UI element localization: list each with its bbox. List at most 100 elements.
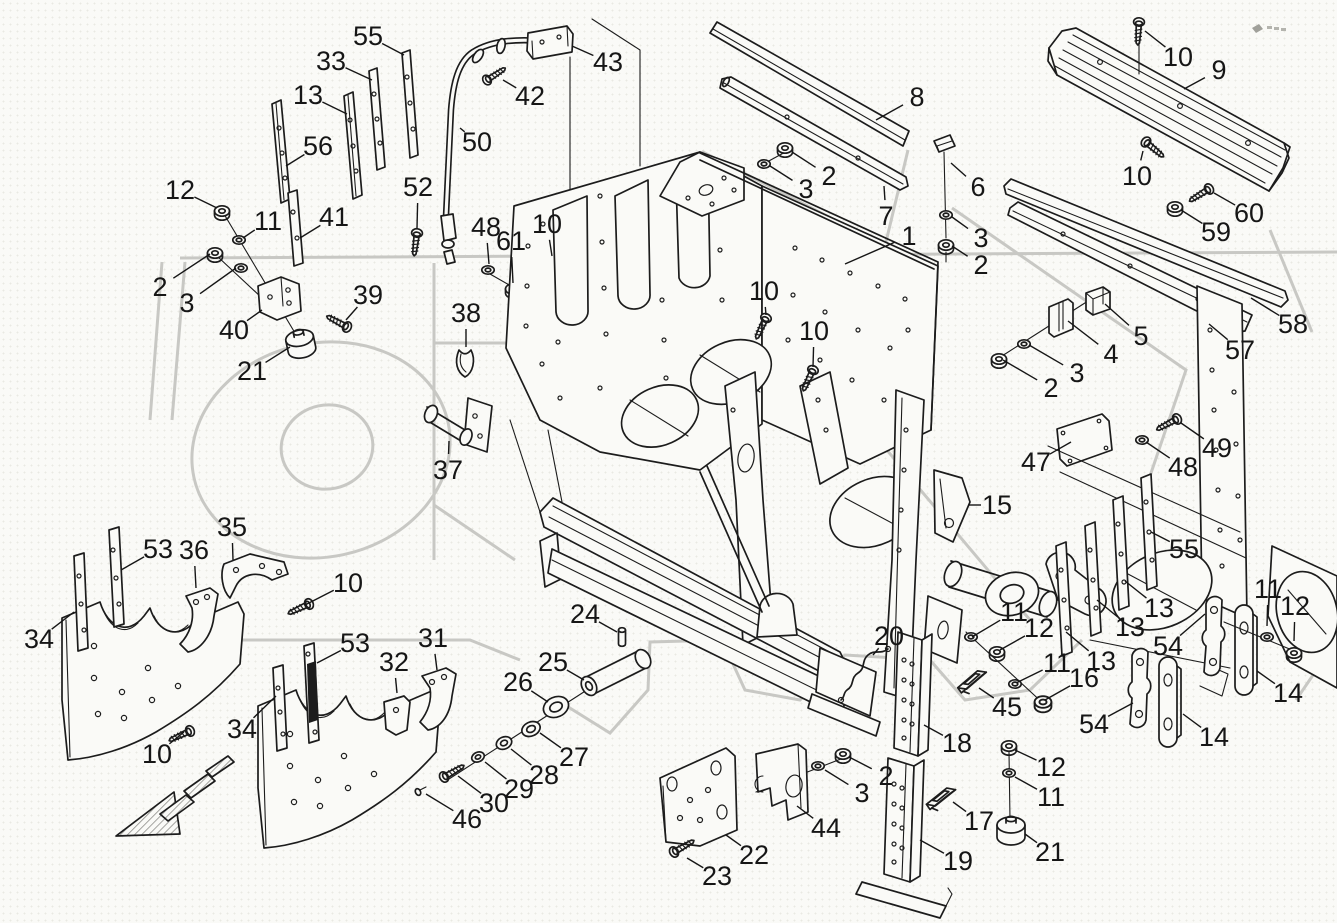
part-number-label: 11 — [1037, 782, 1065, 812]
part-number-label: 43 — [593, 47, 623, 77]
callout-8-21: 8 — [875, 82, 925, 121]
part-number-label: 8 — [909, 82, 924, 112]
part-number-label: 12 — [1280, 591, 1310, 621]
callout-11-51: 11 — [1254, 574, 1282, 627]
part-scalloped-plates — [61, 526, 457, 849]
part-number-label: 21 — [1035, 837, 1065, 867]
callout-18-60: 18 — [923, 724, 972, 758]
part-number-label: 38 — [451, 298, 481, 328]
callout-48-18: 48 — [471, 212, 501, 265]
part-number-label: 48 — [1168, 452, 1198, 482]
callout-28-77: 28 — [510, 748, 559, 790]
part-number-label: 58 — [1278, 309, 1308, 339]
part-number-label: 55 — [353, 21, 383, 51]
callout-43-16: 43 — [571, 45, 623, 77]
part-38-clip — [455, 349, 475, 378]
callout-30-79: 30 — [457, 775, 509, 818]
callout-31-81: 31 — [418, 623, 448, 671]
part-number-label: 15 — [982, 490, 1012, 520]
callout-21-65: 21 — [1024, 833, 1065, 867]
part-number-label: 16 — [1069, 663, 1099, 693]
corner-logo-mark — [1252, 24, 1286, 33]
callout-12-56: 12 — [999, 613, 1054, 651]
callout-10-29: 10 — [749, 276, 779, 316]
part-number-label: 30 — [479, 788, 509, 818]
callout-45-59: 45 — [978, 687, 1022, 722]
callout-3-26: 3 — [951, 216, 989, 253]
part-number-label: 25 — [538, 647, 568, 677]
part-number-label: 13 — [293, 80, 323, 110]
part-number-label: 54 — [1079, 709, 1109, 739]
callout-34-84: 34 — [227, 695, 277, 744]
part-blades-7-8 — [709, 21, 910, 191]
part-number-label: 13 — [1086, 646, 1116, 676]
part-number-label: 26 — [503, 667, 533, 697]
part-number-label: 21 — [237, 356, 267, 386]
callout-3-24: 3 — [769, 165, 814, 204]
part-number-label: 47 — [1021, 447, 1051, 477]
part-number-label: 33 — [316, 46, 346, 76]
callout-13-49: 13 — [1065, 631, 1116, 676]
callout-61-19: 61 — [496, 226, 526, 284]
part-number-label: 40 — [219, 315, 249, 345]
callout-2-27: 2 — [951, 245, 989, 280]
part-number-label: 4 — [1103, 339, 1118, 369]
part-number-label: 28 — [529, 760, 559, 790]
callout-17-64: 17 — [952, 801, 994, 836]
part-wear-strips-right — [1055, 473, 1158, 657]
part-number-label: 11 — [1043, 648, 1071, 678]
part-number-label: 52 — [403, 172, 433, 202]
part-number-label: 2 — [1043, 373, 1058, 403]
part-number-label: 3 — [854, 778, 869, 808]
part-number-label: 12 — [165, 175, 195, 205]
part-number-label: 6 — [970, 172, 985, 202]
callout-10-31: 10 — [1144, 30, 1193, 72]
part-37-pin — [423, 397, 493, 453]
part-links-54-14 — [1127, 595, 1303, 748]
callout-13-48: 13 — [1096, 599, 1145, 642]
part-number-label: 48 — [471, 212, 501, 242]
callout-20-72: 20 — [872, 621, 904, 656]
callout-10-30: 10 — [799, 316, 829, 368]
part-number-label: 49 — [1202, 433, 1232, 463]
callout-47-42: 47 — [1021, 441, 1072, 477]
callout-44-69: 44 — [796, 805, 841, 843]
callout-12-62: 12 — [1014, 749, 1066, 782]
callout-2-41: 2 — [1002, 359, 1059, 403]
callout-12-52: 12 — [1280, 591, 1310, 642]
callout-11-55: 11 — [971, 597, 1028, 638]
part-number-label: 7 — [878, 201, 893, 231]
part-number-label: 18 — [942, 728, 972, 758]
callout-2-8: 2 — [152, 253, 211, 302]
callout-6-25: 6 — [950, 162, 986, 202]
part-47-plate — [1056, 411, 1185, 467]
callout-50-17: 50 — [459, 127, 492, 157]
callout-46-80: 46 — [425, 793, 482, 834]
part-number-label: 23 — [702, 861, 732, 891]
callout-29-78: 29 — [484, 761, 534, 804]
part-9-slat-panel — [1047, 16, 1291, 192]
part-number-label: 12 — [1036, 752, 1066, 782]
part-tbolt-6 — [933, 134, 956, 263]
callout-14-54: 14 — [1182, 713, 1229, 752]
part-fasteners-48-61-10 — [480, 250, 564, 300]
part-number-label: 10 — [333, 568, 363, 598]
callout-3-9: 3 — [179, 267, 237, 318]
callout-3-40: 3 — [1028, 344, 1085, 388]
part-number-label: 50 — [462, 127, 492, 157]
callout-59-35: 59 — [1180, 209, 1231, 247]
part-number-label: 31 — [418, 623, 448, 653]
part-number-label: 32 — [379, 647, 409, 677]
callout-12-4: 12 — [165, 175, 218, 209]
callout-52-7: 52 — [403, 172, 433, 229]
callout-10-85: 10 — [142, 731, 185, 769]
part-number-label: 22 — [739, 840, 769, 870]
callout-10-33: 10 — [1122, 150, 1152, 191]
part-number-label: 3 — [179, 288, 194, 318]
part-axle-pin-chain — [414, 626, 652, 797]
callout-2-67: 2 — [848, 756, 894, 791]
callout-3-68: 3 — [824, 769, 870, 808]
part-number-label: 10 — [1122, 161, 1152, 191]
part-number-label: 11 — [1000, 597, 1028, 627]
